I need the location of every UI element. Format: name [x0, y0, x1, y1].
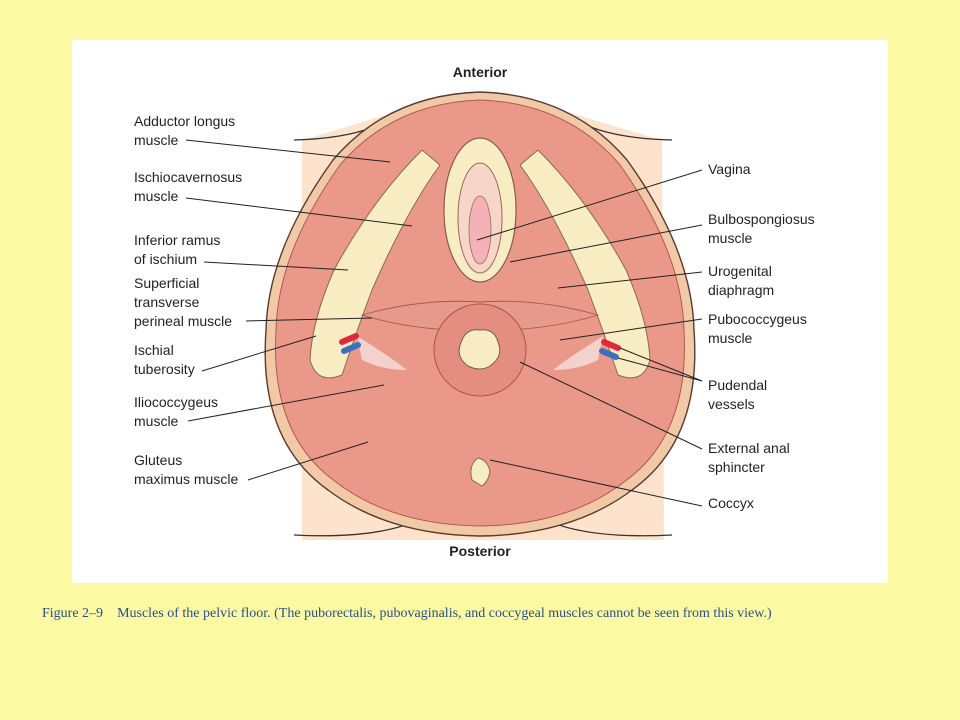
anus [458, 329, 501, 370]
label-line: Inferior ramus [134, 232, 221, 248]
label-line: muscle [708, 230, 753, 246]
label-inferior-ramus: Inferior ramus of ischium [134, 231, 220, 269]
label-line: perineal muscle [134, 313, 233, 329]
label-adductor-longus: Adductor longus muscle [134, 112, 235, 150]
pudendal-vessels-left [339, 333, 361, 354]
ischial-ramus-left-bone [309, 149, 441, 379]
label-superficial-transverse-perineal: Superficial transverse perineal muscle [134, 274, 232, 331]
label-line: tuberosity [134, 361, 195, 377]
label-coccyx: Coccyx [708, 494, 754, 513]
label-line: muscle [708, 330, 753, 346]
label-line: Ischial [134, 342, 174, 358]
label-line: of ischium [134, 251, 198, 267]
label-vagina: Vagina [708, 160, 751, 179]
label-iliococcygeus: Iliococcygeus muscle [134, 393, 218, 431]
fossa-left [357, 336, 407, 370]
label-line: muscle [134, 413, 179, 429]
label-line: Ischiocavernosus [134, 169, 243, 185]
fossa-right [553, 336, 603, 370]
leader-lines-right [476, 169, 703, 507]
label-gluteus-maximus: Gluteus maximus muscle [134, 451, 238, 489]
label-line: Superficial [134, 275, 200, 291]
label-line: Adductor longus [134, 113, 236, 129]
label-line: External anal [708, 440, 790, 456]
label-pudendal-vessels: Pudendal vessels [708, 376, 767, 414]
label-line: Bulbospongiosus [708, 211, 815, 227]
label-line: maximus muscle [134, 471, 239, 487]
label-urogenital-diaphragm: Urogenital diaphragm [708, 262, 774, 300]
vagina-lumen [468, 195, 492, 265]
label-line: Urogenital [708, 263, 772, 279]
ischial-ramus-right-bone [519, 149, 651, 379]
label-line: vessels [708, 396, 755, 412]
coccyx-bone [470, 457, 491, 487]
label-line: Pudendal [708, 377, 768, 393]
orientation-posterior-label: Posterior [449, 543, 511, 559]
label-line: diaphragm [708, 282, 775, 298]
label-bulbospongiosus: Bulbospongiosus muscle [708, 210, 815, 248]
label-ischial-tuberosity: Ischial tuberosity [134, 341, 195, 379]
label-line: Iliococcygeus [134, 394, 219, 410]
label-pubococcygeus: Pubococcygeus muscle [708, 310, 807, 348]
figure-caption: Figure 2–9 Muscles of the pelvic floor. (… [42, 606, 942, 622]
figure-number: Figure 2–9 [42, 606, 104, 621]
leader-lines-left [185, 139, 413, 481]
label-line: Coccyx [708, 495, 754, 511]
caption-text: Muscles of the pelvic floor. (The pubore… [117, 606, 772, 621]
label-line: sphincter [708, 459, 765, 475]
orientation-anterior-label: Anterior [452, 64, 508, 80]
label-external-anal-sphincter: External anal sphincter [708, 439, 790, 477]
label-line: Vagina [708, 161, 751, 177]
pudendal-vessels-right [599, 339, 621, 360]
label-line: muscle [134, 188, 179, 204]
pelvic-floor-diagram [185, 91, 703, 540]
label-line: Pubococcygeus [708, 311, 807, 327]
figure-panel: Anterior Posterior Adductor longus muscl… [72, 40, 888, 583]
label-line: Gluteus [134, 452, 183, 468]
label-line: transverse [134, 294, 200, 310]
label-line: muscle [134, 132, 179, 148]
label-ischiocavernosus: Ischiocavernosus muscle [134, 168, 242, 206]
